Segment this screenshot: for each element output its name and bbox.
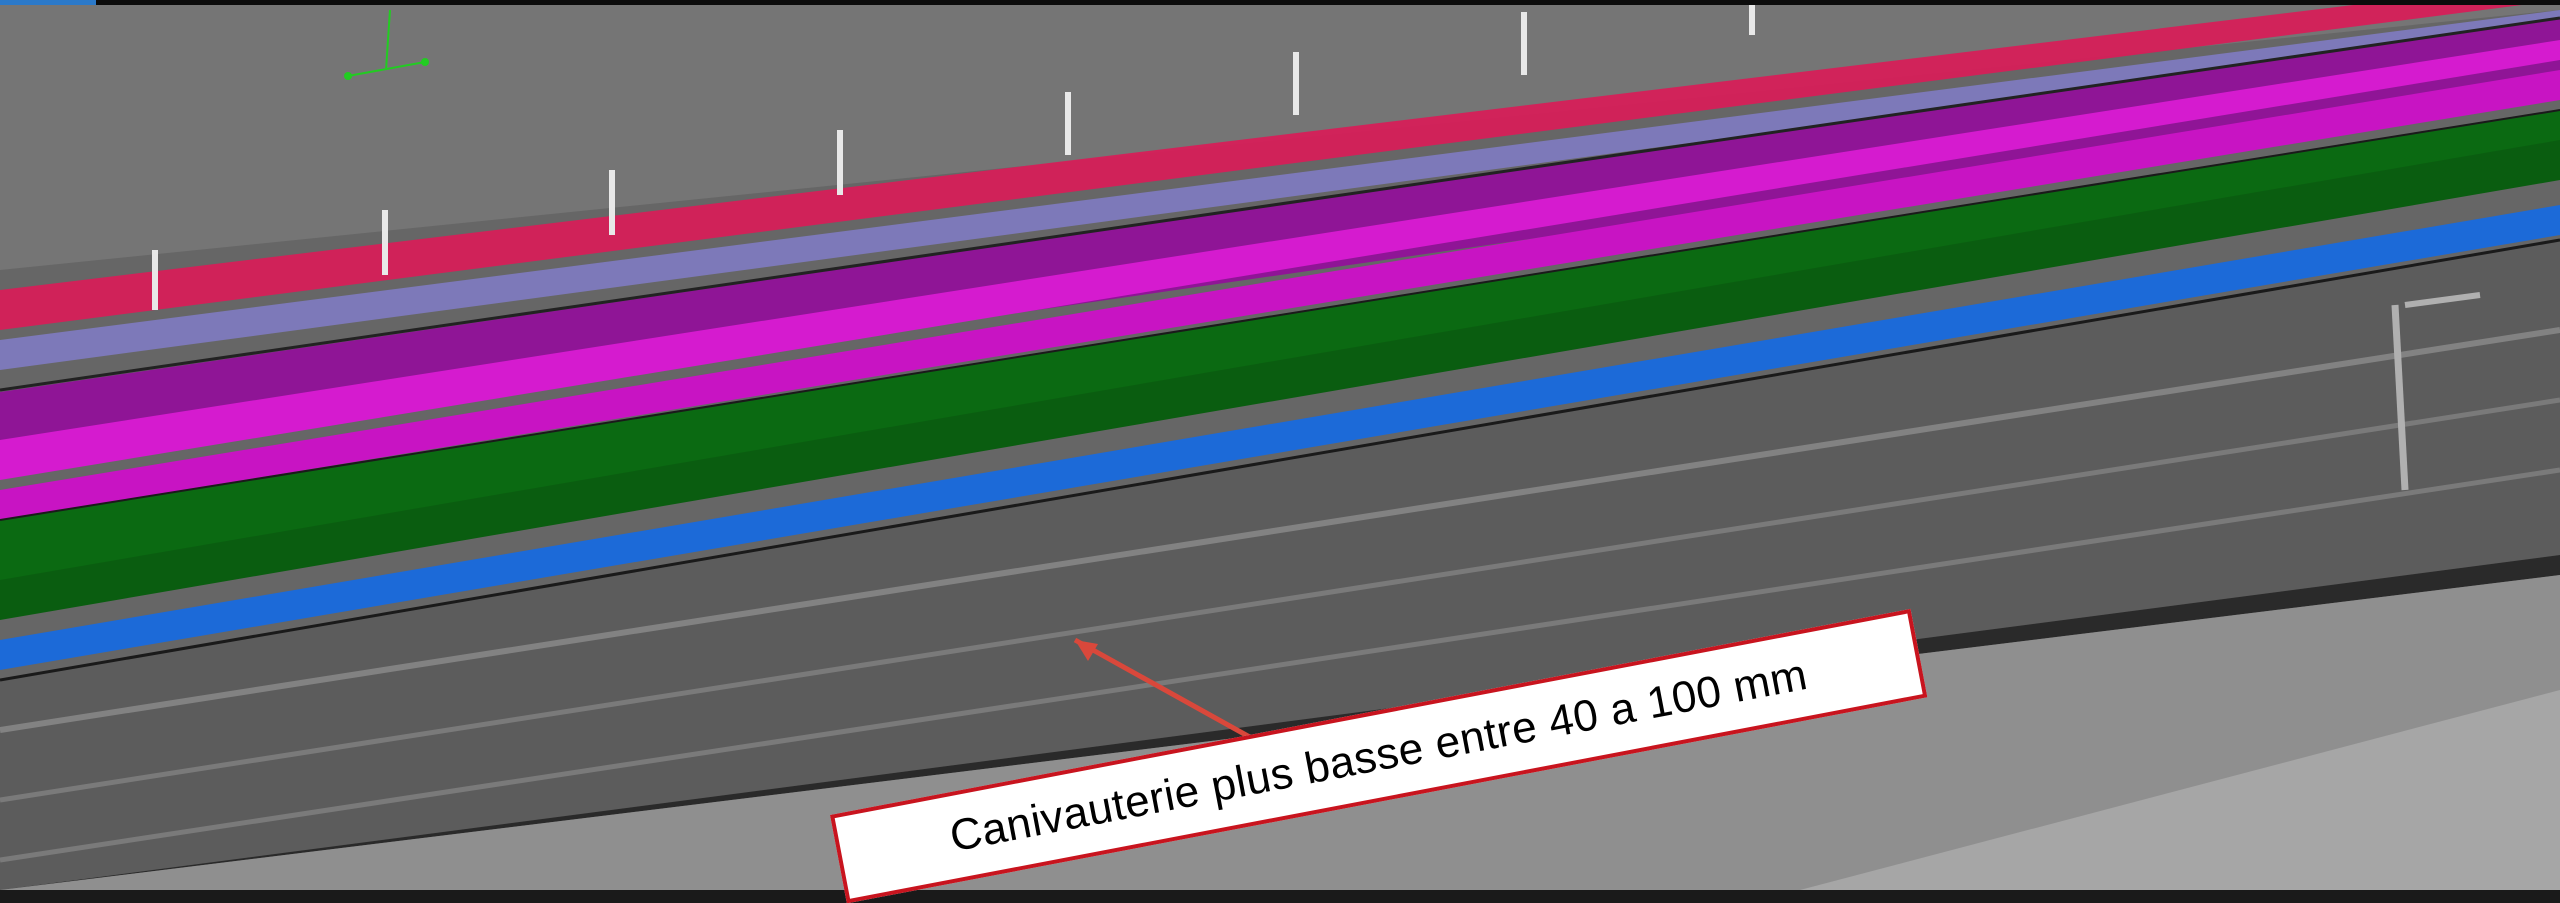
lavender-rail <box>0 10 2560 370</box>
rail-line <box>0 327 2560 733</box>
grey-ground <box>0 240 2560 890</box>
platform-light <box>1800 690 2560 890</box>
rail-line <box>0 467 2560 863</box>
support-posts <box>152 0 1755 310</box>
top-edge-bar <box>96 0 2560 5</box>
light-pole <box>2391 304 2409 491</box>
corner-tab <box>0 0 96 5</box>
rail-line <box>0 397 2560 803</box>
magenta-band <box>0 40 2560 480</box>
blue-band <box>0 205 2560 670</box>
red-cable-tray <box>0 0 2560 330</box>
track-edge <box>0 555 2560 890</box>
magenta-band-2 <box>0 70 2560 520</box>
axis-triad-icon <box>344 9 429 80</box>
green-band-2 <box>0 140 2560 620</box>
